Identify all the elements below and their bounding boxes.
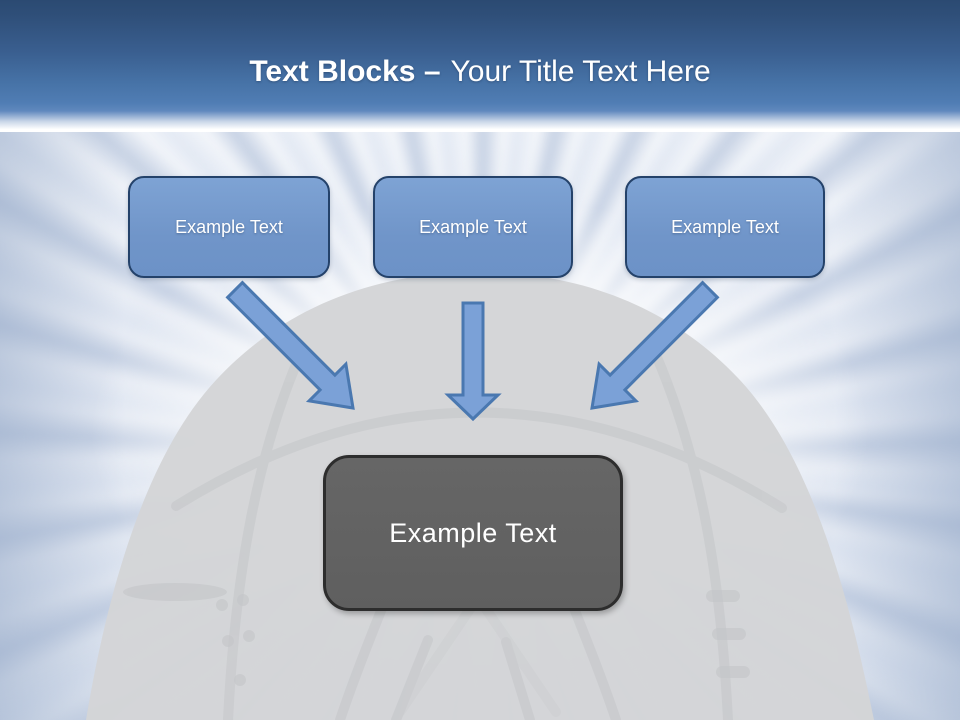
header-band: Text Blocks – Your Title Text Here <box>0 0 960 132</box>
slide-title-bold: Text Blocks – <box>249 55 441 88</box>
text-block-1-label: Example Text <box>175 216 283 237</box>
text-block-3-label: Example Text <box>671 216 779 237</box>
text-block-3: Example Text <box>625 176 825 278</box>
center-block-label: Example Text <box>389 517 557 548</box>
tire-sidewall-marks <box>123 583 750 686</box>
slide-title: Text Blocks – Your Title Text Here <box>0 52 960 92</box>
center-block: Example Text <box>323 455 623 611</box>
text-block-1: Example Text <box>128 176 330 278</box>
slide-title-regular: Your Title Text Here <box>450 55 711 88</box>
text-block-2-label: Example Text <box>419 216 527 237</box>
text-block-2: Example Text <box>373 176 573 278</box>
